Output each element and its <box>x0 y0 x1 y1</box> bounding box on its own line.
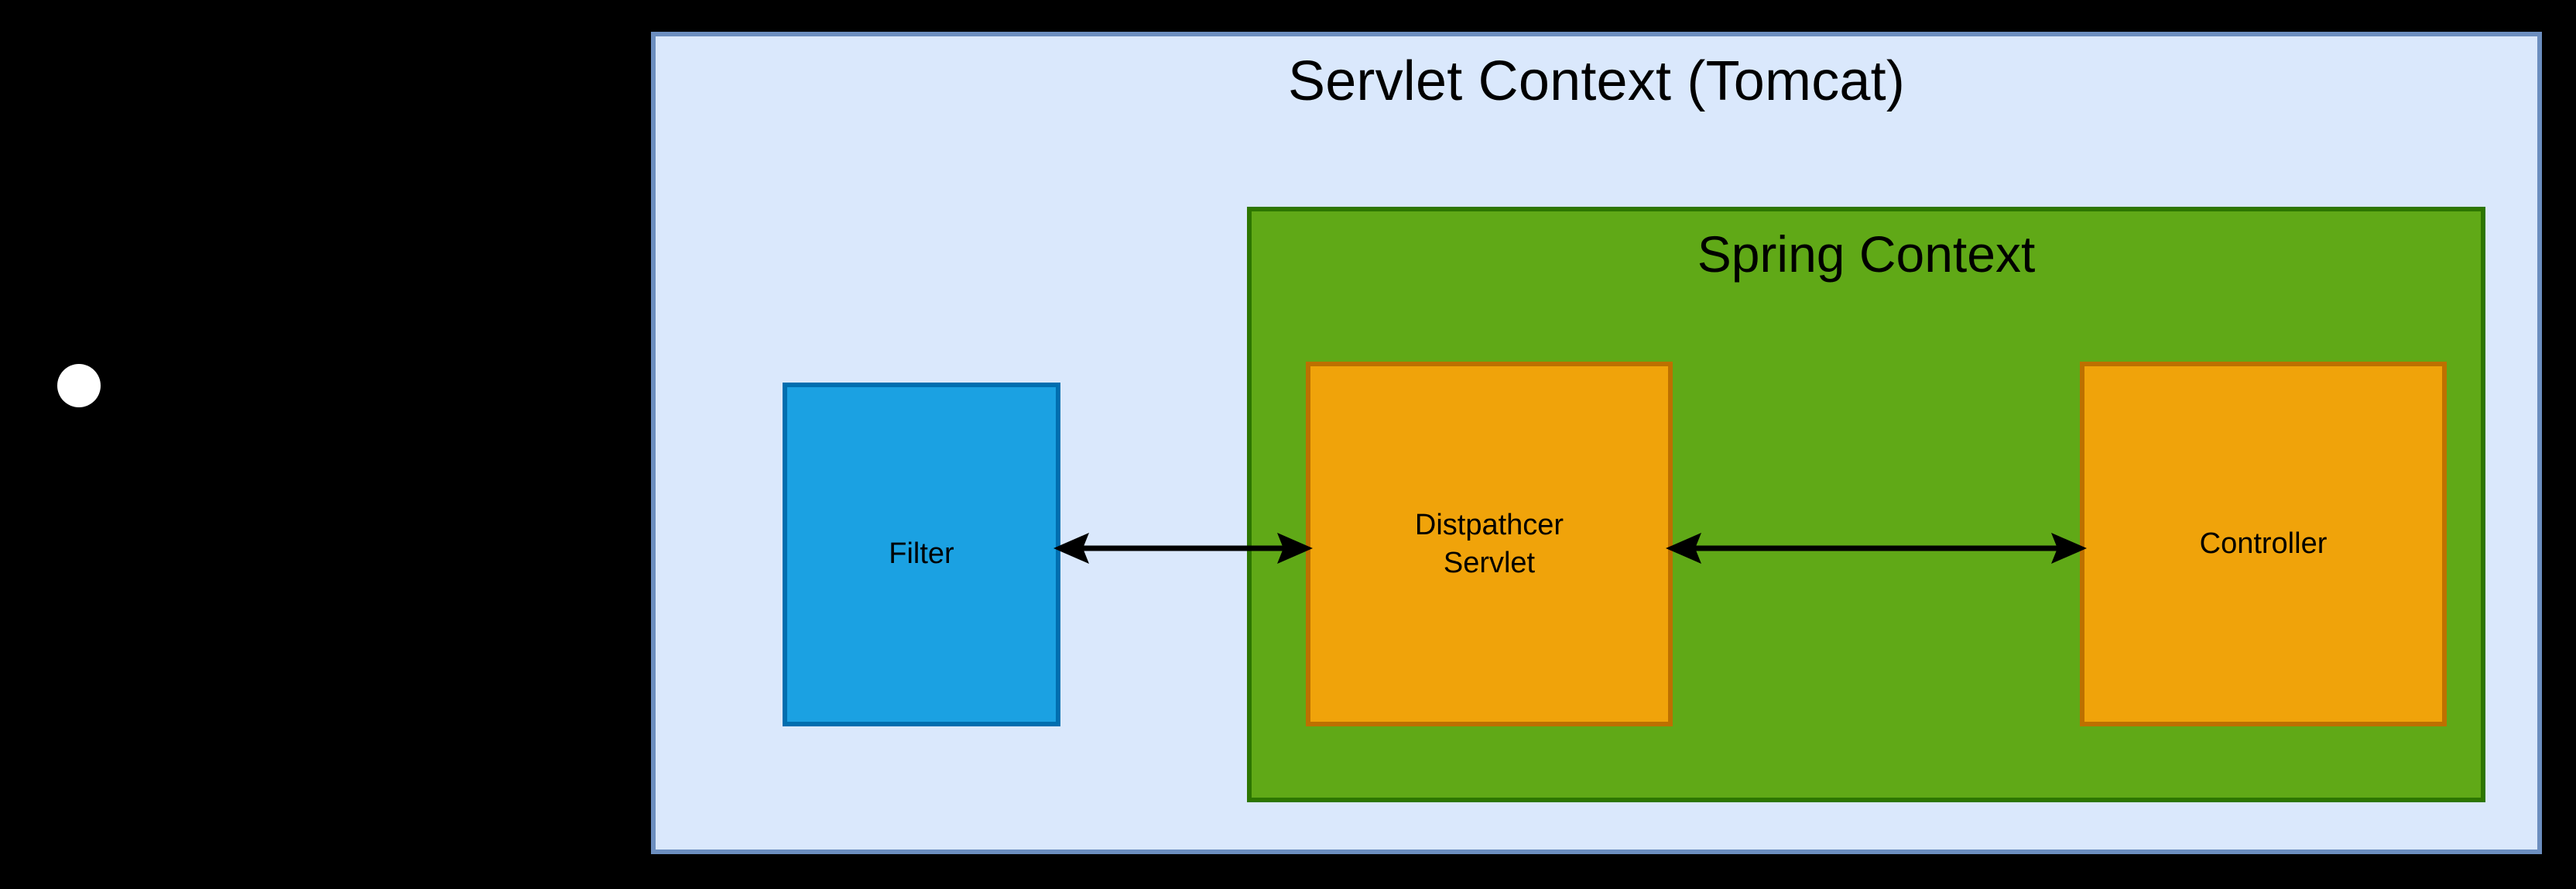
node-dispatcher-servlet[interactable]: Distpathcer Servlet <box>1306 362 1673 726</box>
white-dot-marker <box>57 364 101 407</box>
edge-dispatcher-controller[interactable] <box>1666 525 2087 572</box>
edge-filter-dispatcher[interactable] <box>1053 525 1313 572</box>
node-controller[interactable]: Controller <box>2080 362 2447 726</box>
node-controller-label: Controller <box>2199 527 2328 560</box>
servlet-context-title: Servlet Context (Tomcat) <box>1287 50 1906 112</box>
node-dispatcher-servlet-label: Distpathcer Servlet <box>1414 508 1564 579</box>
node-filter-label: Filter <box>889 537 954 571</box>
spring-context-title: Spring Context <box>1697 225 2036 283</box>
servlet-context-container[interactable]: Servlet Context (Tomcat) Spring Context … <box>651 32 2542 854</box>
node-filter[interactable]: Filter <box>783 383 1060 726</box>
